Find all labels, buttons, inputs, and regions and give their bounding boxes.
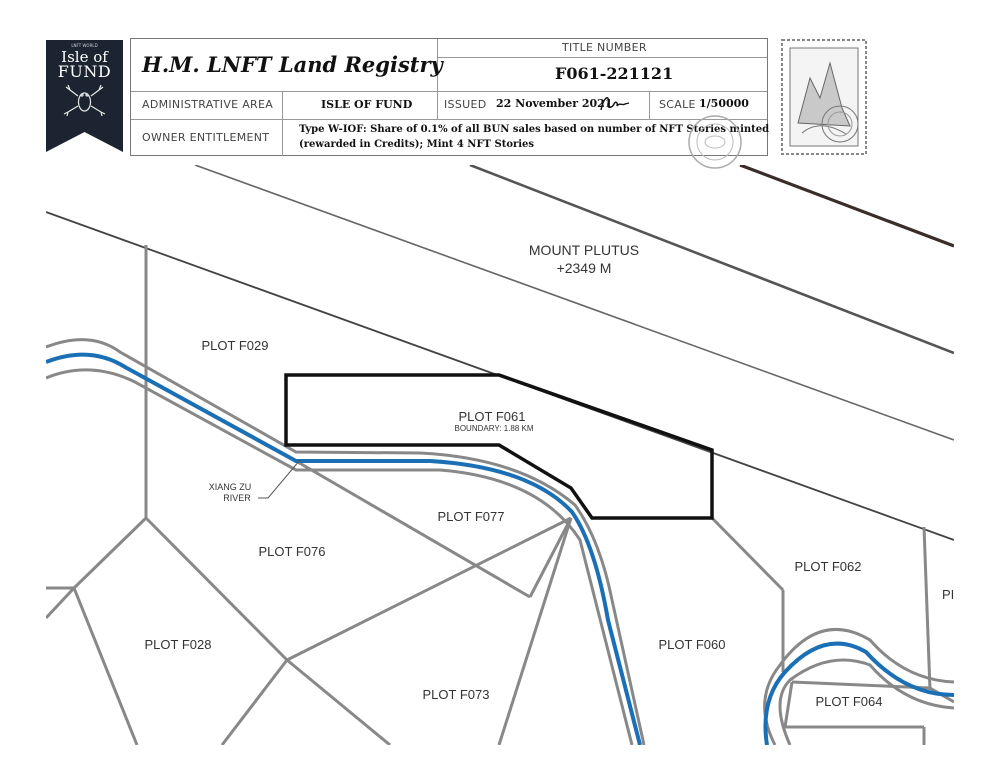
logo-line2: FUND [57, 62, 112, 81]
plot-f061-boundary-length: BOUNDARY: 1.88 KM [455, 424, 534, 433]
plot-boundary [497, 517, 573, 745]
owner-entitlement-line2: (rewarded in Credits); Mint 4 NFT Storie… [299, 139, 535, 150]
signature-icon [600, 97, 630, 111]
river-bank [46, 368, 634, 745]
plot-boundary [286, 516, 572, 662]
plot-f062-label: PLOT F062 [795, 559, 862, 574]
river-east [763, 641, 954, 745]
mountain-elevation: +2349 M [557, 260, 612, 276]
plot-f028-label: PLOT F028 [145, 637, 212, 652]
issued-date: 22 November 2021 [496, 97, 613, 110]
plot-boundary [710, 516, 785, 592]
title-number-label: TITLE NUMBER [562, 41, 647, 54]
plot-cut-label: PI [942, 587, 954, 602]
plot-boundary [295, 459, 531, 599]
ridge-line [469, 165, 954, 355]
plot-boundary [286, 658, 391, 745]
ridge-line [194, 165, 954, 441]
postage-stamp-icon [781, 39, 867, 155]
round-seal-stamp-icon [688, 115, 742, 169]
title-number: F061-221121 [555, 64, 674, 83]
admin-area-value: ISLE OF FUND [321, 98, 413, 111]
plot-boundary [220, 659, 289, 745]
plot-f064-label: PLOT F064 [816, 694, 883, 709]
isle-of-fund-logo: LNFT WORLD [46, 40, 123, 152]
river-bank [46, 338, 646, 745]
plot-f029-label: PLOT F029 [202, 338, 269, 353]
xiang-zu-river [46, 352, 642, 745]
plot-boundary [72, 516, 148, 590]
plot-f060-label: PLOT F060 [659, 637, 726, 652]
plot-f073-label: PLOT F073 [423, 687, 490, 702]
scale-label: SCALE [659, 98, 696, 111]
river-bank [778, 658, 954, 745]
issued-label: ISSUED [444, 98, 487, 111]
ridge-line [739, 165, 954, 248]
plot-boundary [791, 680, 954, 704]
river-label-leader [258, 459, 301, 499]
river-label-2: RIVER [223, 493, 251, 503]
plot-boundary [46, 586, 76, 620]
frog-emblem-icon [63, 84, 106, 117]
registry-header [130, 38, 768, 156]
plot-f076-label: PLOT F076 [259, 544, 326, 559]
admin-area-label: ADMINISTRATIVE AREA [142, 98, 274, 111]
river-label-1: XIANG ZU [209, 482, 252, 492]
plot-boundary [144, 516, 289, 662]
plot-boundary [922, 526, 932, 691]
owner-entitlement-label: OWNER ENTITLEMENT [142, 131, 270, 144]
plot-f061-boundary [284, 373, 714, 520]
scale-value: 1/50000 [699, 97, 749, 110]
plot-f077-label: PLOT F077 [438, 509, 505, 524]
plot-boundary [528, 517, 573, 598]
logo-line1: Isle of [61, 48, 108, 66]
owner-entitlement-line1: Type W-IOF: Share of 0.1% of all BUN sal… [299, 124, 770, 135]
river-bank [763, 627, 954, 745]
plot-boundary [72, 587, 139, 745]
plot-boundary [783, 681, 924, 729]
logo-small-text: LNFT WORLD [71, 43, 97, 48]
registry-title: H.M. LNFT Land Registry [142, 52, 443, 77]
mountain-name: MOUNT PLUTUS [529, 242, 639, 258]
plot-f061-label: PLOT F061 [459, 409, 526, 424]
